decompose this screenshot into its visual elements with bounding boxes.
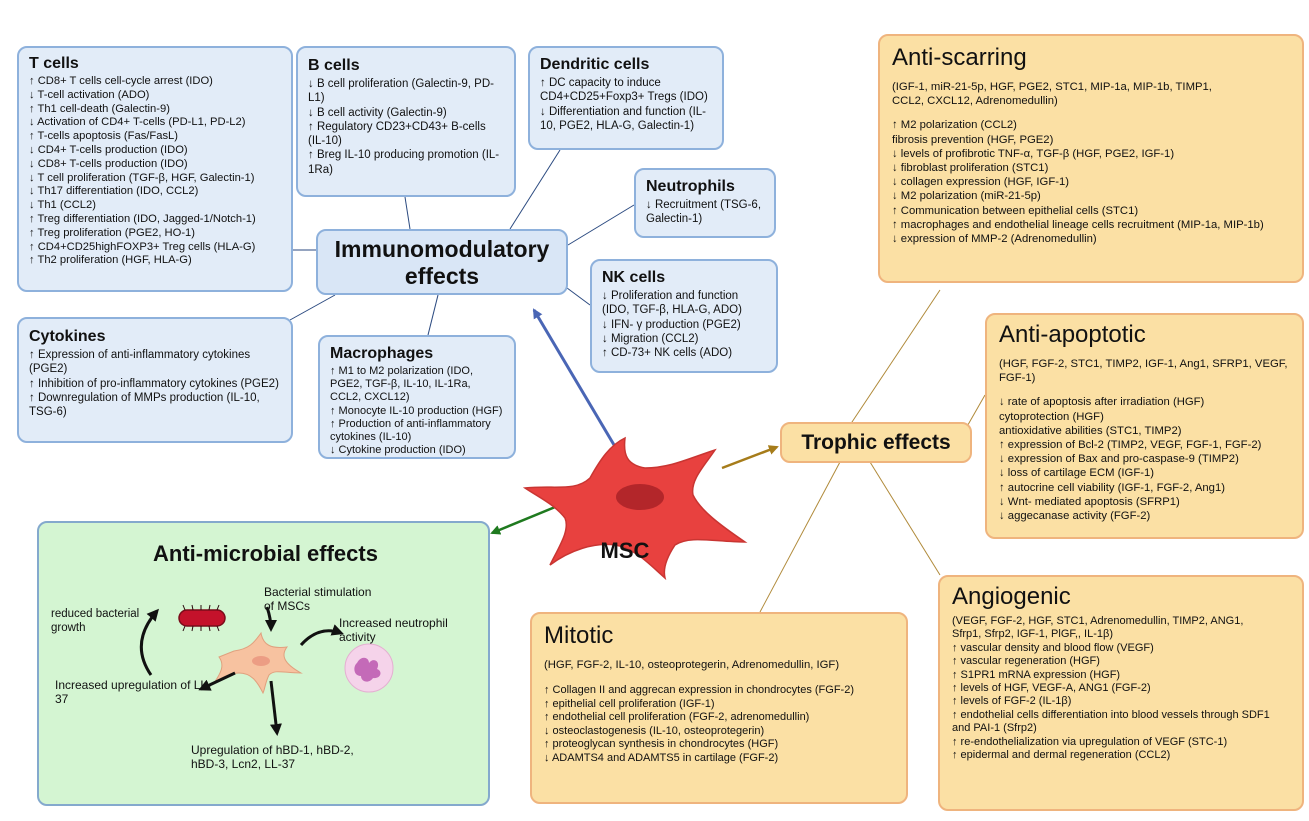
arrow-to-immunomodulatory [532, 308, 622, 456]
anti-scarring-title: Anti-scarring [892, 44, 1027, 71]
msc-cell-icon: MSC [522, 436, 748, 580]
dendritic-cells-items: ↑ DC capacity to induce CD4+CD25+Foxp3+ … [540, 77, 708, 132]
immunomodulatory-connectors [289, 149, 635, 336]
stimulation-arrow [264, 606, 277, 632]
mitotic-title: Mitotic [544, 622, 614, 649]
anti-microbial-title: Anti-microbial effects [153, 541, 378, 566]
small-msc-icon [213, 631, 303, 695]
t-cells-items: ↑ CD8+ T cells cell-cycle arrest (IDO) ↓… [29, 75, 256, 267]
nk-cells-box: NK cells ↓ Proliferation and function (I… [590, 259, 778, 373]
cytokines-title: Cytokines [29, 328, 106, 345]
nk-cells-title: NK cells [602, 269, 666, 286]
immunomodulatory-effects-box: Immunomodulatory effects [316, 229, 568, 295]
trophic-connectors [759, 289, 986, 613]
msc-label: MSC [601, 538, 650, 563]
angiogenic-box: Angiogenic (VEGF, FGF-2, HGF, STC1, Adre… [938, 575, 1304, 811]
ll37-label: Increased upregulation of LL-37 [55, 678, 212, 706]
reduced-growth-label: reduced bacterial growth [51, 608, 140, 634]
dendritic-cells-box: Dendritic cells ↑ DC capacity to induce … [528, 46, 724, 150]
anti-microbial-illustration [139, 604, 394, 736]
cytokines-box: Cytokines ↑ Expression of anti-inflammat… [17, 317, 293, 443]
neutrophil-activity-label: Increased neutrophil activity [339, 616, 448, 644]
macrophages-title: Macrophages [330, 345, 434, 362]
b-cells-box: B cells ↓ B cell proliferation (Galectin… [296, 46, 516, 197]
mitotic-items: ↑ Collagen II and aggrecan expression in… [544, 684, 854, 764]
t-cells-box: T cells ↑ CD8+ T cells cell-cycle arrest… [17, 46, 293, 292]
neutrophils-title: Neutrophils [646, 178, 735, 195]
trophic-effects-box: Trophic effects [780, 422, 972, 463]
anti-apoptotic-items: ↓ rate of apoptosis after irradiation (H… [999, 396, 1262, 523]
macrophages-items: ↑ M1 to M2 polarization (IDO, PGE2, TGF-… [330, 365, 503, 457]
nk-cells-items: ↓ Proliferation and function (IDO, TGF-β… [602, 290, 742, 360]
arrow-to-antimicrobial [490, 503, 561, 535]
t-cells-title: T cells [29, 55, 79, 72]
cytokines-items: ↑ Expression of anti-inflammatory cytoki… [29, 349, 279, 419]
immunomodulatory-line2: effects [404, 263, 480, 289]
reduced-growth-arrow [139, 608, 159, 676]
angiogenic-title: Angiogenic [952, 583, 1071, 610]
macrophages-box: Macrophages ↑ M1 to M2 polarization (IDO… [318, 335, 516, 459]
dendritic-cells-title: Dendritic cells [540, 56, 650, 73]
anti-scarring-box: Anti-scarring (IGF-1, miR-21-5p, HGF, PG… [878, 34, 1304, 283]
anti-scarring-factors: (IGF-1, miR-21-5p, HGF, PGE2, STC1, MIP-… [892, 81, 1212, 108]
angiogenic-factors: (VEGF, FGF-2, HGF, STC1, Adrenomedullin,… [952, 615, 1244, 641]
immunomodulatory-line1: Immunomodulatory [334, 236, 550, 262]
b-cells-title: B cells [308, 57, 360, 74]
hbd-label: Upregulation of hBD-1, hBD-2, hBD-3, Lcn… [191, 743, 354, 771]
neutrophils-box: Neutrophils ↓ Recruitment (TSG-6, Galect… [634, 168, 776, 238]
bacterial-stimulation-label: Bacterial stimulation of MSCs [264, 585, 372, 613]
mitotic-box: Mitotic (HGF, FGF-2, IL-10, osteoprotege… [530, 612, 908, 804]
mitotic-factors: (HGF, FGF-2, IL-10, osteoprotegerin, Adr… [544, 659, 840, 671]
anti-microbial-box: Anti-microbial effects Bacterial stimula… [37, 521, 490, 806]
neutrophils-items: ↓ Recruitment (TSG-6, Galectin-1) [646, 199, 762, 226]
angiogenic-items: ↑ vascular density and blood flow (VEGF)… [952, 641, 1270, 762]
neutrophil-arrow [299, 624, 344, 647]
nucleus-icon [616, 484, 664, 510]
bacterium-icon [178, 604, 226, 632]
anti-apoptotic-box: Anti-apoptotic (HGF, FGF-2, STC1, TIMP2,… [985, 313, 1304, 539]
ll37-arrow [198, 671, 236, 691]
anti-scarring-items: ↑ M2 polarization (CCL2) fibrosis preven… [892, 119, 1264, 246]
b-cells-items: ↓ B cell proliferation (Galectin-9, PD-L… [308, 78, 500, 176]
hbd-arrow [269, 680, 282, 736]
anti-apoptotic-factors: (HGF, FGF-2, STC1, TIMP2, IGF-1, Ang1, S… [999, 358, 1288, 385]
neutrophil-icon [344, 643, 394, 693]
anti-apoptotic-title: Anti-apoptotic [999, 321, 1146, 348]
arrow-to-trophic [721, 445, 779, 470]
